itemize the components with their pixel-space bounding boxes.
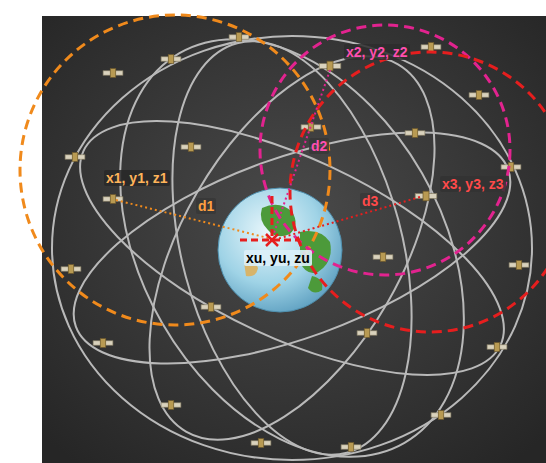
- range-lines: [116, 70, 420, 239]
- distance-label: d3: [360, 193, 380, 209]
- satellite-coordinates: x3, y3, z3: [440, 176, 506, 192]
- satellite: [103, 69, 123, 78]
- satellite-coordinates: x1, y1, z1: [104, 170, 170, 186]
- satellite: [103, 195, 123, 204]
- range-line-3: [277, 197, 420, 239]
- satellite: [431, 411, 451, 420]
- satellite: [229, 33, 249, 42]
- satellite: [319, 61, 341, 71]
- satellite: [357, 329, 377, 338]
- range-spheres: [20, 15, 546, 332]
- satellite: [469, 91, 489, 100]
- satellite: [341, 443, 361, 452]
- satellite: [415, 191, 437, 201]
- satellites: [61, 33, 529, 452]
- satellite: [93, 339, 113, 348]
- satellite-coordinates: x2, y2, z2: [344, 44, 410, 60]
- satellite: [405, 129, 425, 138]
- satellite: [421, 43, 441, 52]
- satellite: [201, 303, 221, 312]
- range-line-2: [273, 70, 330, 236]
- satellite: [161, 401, 181, 410]
- satellite: [251, 439, 271, 448]
- satellite: [487, 343, 507, 352]
- intersection-marks: [240, 196, 300, 242]
- range-circle-1: [20, 15, 330, 325]
- distance-label: d1: [196, 198, 216, 214]
- distance-label: d2: [309, 138, 329, 154]
- satellite: [373, 253, 393, 262]
- satellite: [501, 163, 521, 172]
- orbit-rings: [45, 0, 539, 463]
- globe: [218, 188, 342, 312]
- user-position-mark: [266, 234, 278, 246]
- range-circle-3: [290, 52, 546, 332]
- user-coordinates: xu, yu, zu: [244, 250, 312, 266]
- range-line-1: [116, 200, 268, 238]
- satellite: [509, 261, 529, 270]
- satellite: [65, 153, 85, 162]
- satellite: [61, 265, 81, 274]
- satellite: [161, 55, 181, 64]
- satellite: [181, 143, 201, 152]
